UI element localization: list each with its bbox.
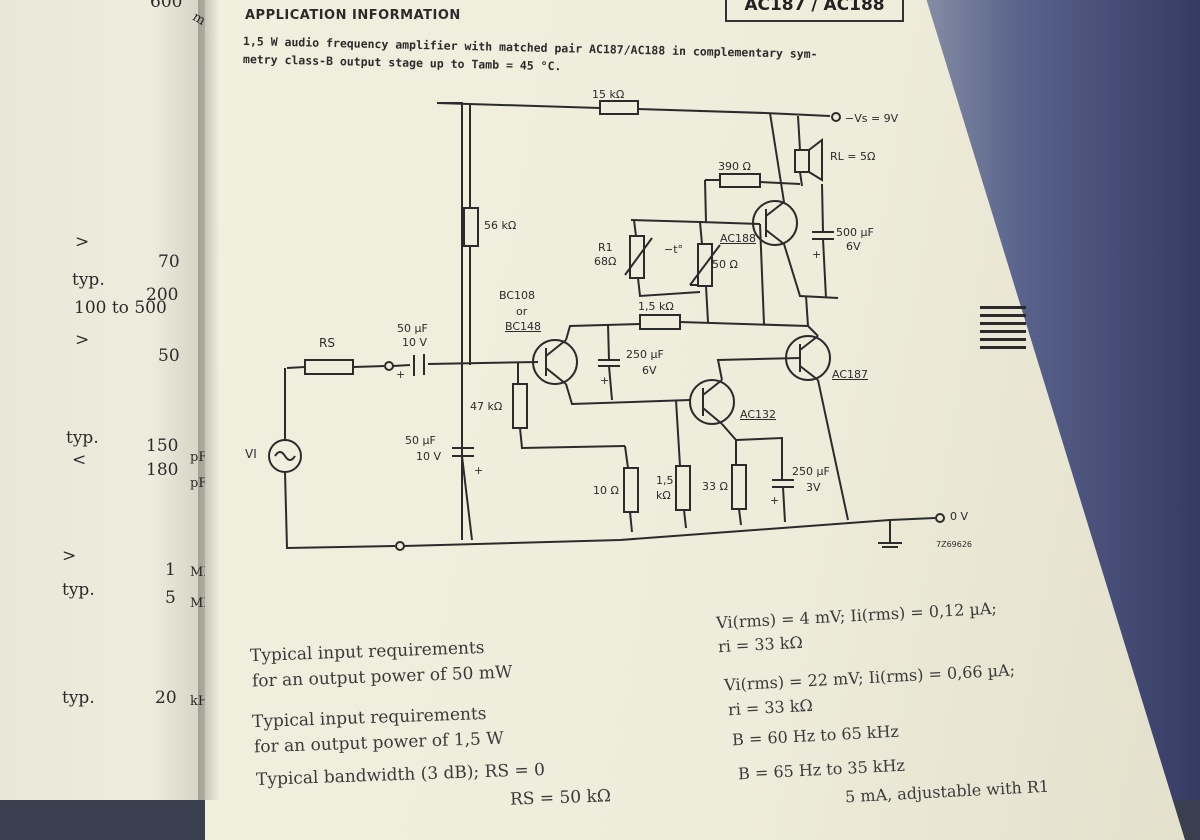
label-bc148: BC148 xyxy=(505,320,542,333)
resistor-10 xyxy=(623,467,639,513)
label-c50-lower-v: 10 V xyxy=(416,450,442,463)
left-row-1-prefix: > xyxy=(75,232,90,252)
label-ac188: AC188 xyxy=(720,232,757,245)
capacitor-50uf-input xyxy=(413,354,425,376)
part-number-tab: AC187 / AC188 xyxy=(725,0,904,22)
label-rl: RL = 5Ω xyxy=(830,150,876,163)
left-row-5-value: 150 xyxy=(146,436,179,456)
top-rail xyxy=(436,102,831,117)
label-390: 390 Ω xyxy=(718,160,751,173)
transistor-ac187 xyxy=(785,335,831,381)
resistor-15k xyxy=(599,100,639,115)
label-15k: 15 kΩ xyxy=(592,88,625,101)
resistor-56k xyxy=(463,207,479,247)
resistor-r1 xyxy=(629,235,645,279)
label-c250-6v: 250 µF xyxy=(626,348,664,361)
left-row-2-value: 200 xyxy=(146,285,179,305)
resistor-47k xyxy=(512,383,528,429)
resistor-1-5k-lower xyxy=(675,465,691,511)
left-row-4-value: 50 xyxy=(158,346,180,366)
label-supply: −Vs = 9V xyxy=(845,112,899,125)
left-row-5-unit: pF xyxy=(190,450,207,465)
label-c250-3v: 250 µF xyxy=(792,465,830,478)
left-row-7-value: 1 xyxy=(165,560,176,580)
ground-terminal-left xyxy=(395,541,405,551)
label-bc108: BC108 xyxy=(499,289,536,302)
label-r1-value: 68Ω xyxy=(594,255,617,268)
label-ntc-value: 50 Ω xyxy=(712,258,738,271)
input-terminal xyxy=(384,361,394,371)
left-row-9-value: 20 xyxy=(155,688,177,708)
label-1-5k: 1,5 kΩ xyxy=(638,300,674,313)
left-page: 600 mV > 70 typ. 200 100 to 500 > 50 typ… xyxy=(0,0,215,800)
label-c50-lower: 50 µF xyxy=(405,434,436,447)
left-row-7-prefix: > xyxy=(62,546,77,566)
label-rs: RS xyxy=(319,336,335,350)
ground-terminal-right xyxy=(935,513,945,523)
label-c50-input-v: 10 V xyxy=(402,336,428,349)
left-row-4-prefix: > xyxy=(75,330,90,350)
label-ac187: AC187 xyxy=(832,368,869,381)
input-wire xyxy=(286,365,385,369)
label-c50-input: 50 µF xyxy=(397,322,428,335)
label-c250-6v-v: 6V xyxy=(642,364,657,377)
left-bus xyxy=(437,102,463,540)
transistor-bc108 xyxy=(532,339,578,385)
left-top-value: 600 xyxy=(150,0,183,12)
label-56k: 56 kΩ xyxy=(484,219,517,232)
resistor-390 xyxy=(719,173,761,188)
left-row-8-value: 5 xyxy=(165,588,176,608)
label-ac132: AC132 xyxy=(740,408,777,421)
label-1-5-lower-b: kΩ xyxy=(656,489,671,502)
ground-rail xyxy=(403,517,936,547)
left-row-3-prefix: 100 to 500 xyxy=(74,298,167,318)
left-row-6-prefix: < xyxy=(72,450,87,470)
plus-mark-1: + xyxy=(396,368,406,381)
resistor-1-5k xyxy=(639,314,681,330)
label-0v: 0 V xyxy=(950,510,969,523)
label-10: 10 Ω xyxy=(593,484,619,497)
plus-mark-3: + xyxy=(600,374,610,387)
left-row-6-value: 180 xyxy=(146,460,179,480)
transistor-ac132 xyxy=(689,379,735,425)
left-row-2-prefix: typ. xyxy=(72,270,105,290)
label-c500: 500 µF xyxy=(836,226,874,239)
bandwidth-rs-line: RS = 50 kΩ xyxy=(509,786,612,810)
label-vi: VI xyxy=(245,447,257,461)
left-row-9-prefix: typ. xyxy=(62,688,95,708)
label-33: 33 Ω xyxy=(702,480,728,493)
section-heading: APPLICATION INFORMATION xyxy=(245,8,461,23)
resistor-rs xyxy=(304,359,354,375)
left-row-8-prefix: typ. xyxy=(62,580,95,600)
speaker-rl xyxy=(794,149,810,173)
label-r1: R1 xyxy=(598,241,613,254)
resistor-33 xyxy=(731,464,747,510)
left-row-1-value: 70 xyxy=(158,252,180,272)
label-c500v: 6V xyxy=(846,240,861,253)
plus-mark-5: + xyxy=(812,248,822,261)
label-1-5-lower-a: 1,5 xyxy=(656,474,674,487)
plus-mark-4: + xyxy=(770,494,780,507)
supply-terminal xyxy=(831,112,841,122)
left-row-5-prefix: typ. xyxy=(66,428,99,448)
signal-source-wave xyxy=(274,451,296,461)
circuit-schematic xyxy=(268,100,945,551)
figure-code: 7Z69626 xyxy=(936,540,973,549)
transistor-ac188 xyxy=(752,200,798,246)
ground-symbol xyxy=(878,520,902,548)
ntc-thermistor xyxy=(697,243,713,287)
label-47k: 47 kΩ xyxy=(470,400,503,413)
page-edge-index-marks xyxy=(980,306,1026,354)
book-gutter xyxy=(198,0,220,800)
left-row-6-unit: pF xyxy=(190,476,207,491)
plus-mark-2: + xyxy=(474,464,484,477)
label-bc-or: or xyxy=(516,305,528,318)
label-c250-3v-v: 3V xyxy=(806,481,821,494)
label-ntc: −t° xyxy=(664,243,684,256)
